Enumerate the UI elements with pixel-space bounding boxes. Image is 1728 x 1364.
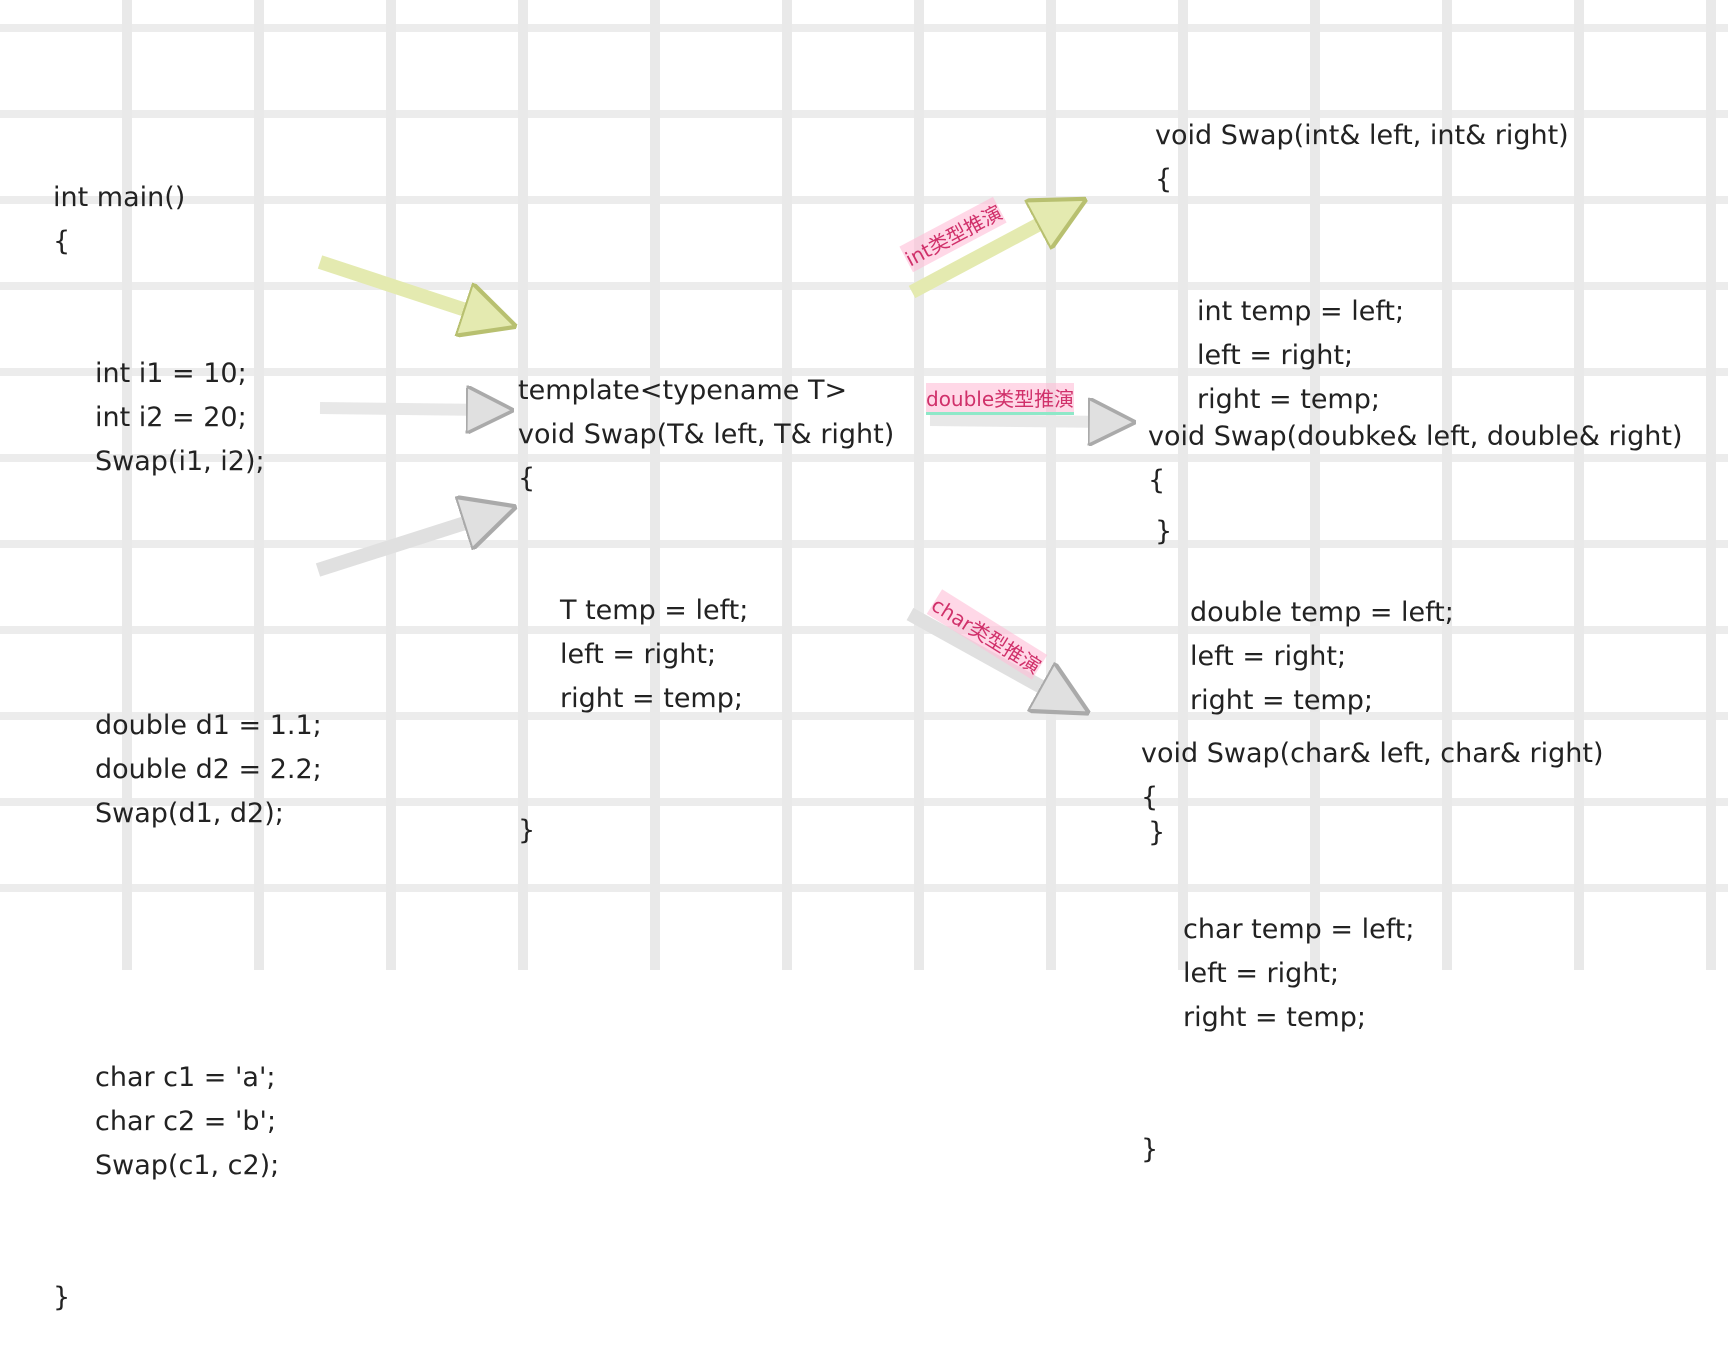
code-line: double d2 = 2.2; bbox=[95, 754, 322, 785]
double-swap-code: void Swap(doubke& left, double& right){ … bbox=[1148, 327, 1683, 899]
main-function-code: int main() { int i1 = 10; int i2 = 20; Swap… bbox=[53, 88, 322, 1364]
code-line: left = right; bbox=[1183, 958, 1340, 989]
code-line: left = right; bbox=[1190, 641, 1347, 672]
code-line: } bbox=[518, 815, 536, 846]
arrow-char-deduction bbox=[906, 607, 1065, 700]
arrows bbox=[315, 0, 1728, 970]
code-line: int i1 = 10; bbox=[95, 358, 247, 389]
code-line: char temp = left; bbox=[1183, 914, 1415, 945]
code-line: right = temp; bbox=[560, 683, 743, 714]
code-line: right = temp; bbox=[1190, 685, 1373, 716]
code-line bbox=[53, 924, 322, 968]
code-line: } bbox=[53, 1282, 71, 1313]
template-code: template<typename T> void Swap(T& left, T… bbox=[518, 281, 894, 897]
code-line bbox=[53, 572, 322, 616]
code-line: double temp = left; bbox=[1190, 597, 1454, 628]
code-line: char c2 = 'b'; bbox=[95, 1106, 277, 1137]
int-swap-code: void Swap(int& left, int& right) { int te… bbox=[1155, 26, 1569, 598]
code-line: double d1 = 1.1; bbox=[95, 710, 322, 741]
code-line: void Swap(T& left, T& right) bbox=[518, 419, 895, 450]
char-swap-code: void Swap(char& left, char& right) { char… bbox=[1141, 644, 1604, 1216]
code-line: { bbox=[1148, 465, 1166, 496]
arrow-int-deduction bbox=[908, 212, 1062, 299]
code-line: { bbox=[53, 226, 71, 257]
code-line: void Swap(doubke& left, double& right) bbox=[1148, 421, 1683, 452]
maze-background bbox=[0, 0, 1728, 970]
code-line: right = temp; bbox=[1183, 1002, 1366, 1033]
code-line: int temp = left; bbox=[1197, 296, 1405, 327]
code-line: } bbox=[1141, 1134, 1159, 1165]
code-line: char c1 = 'a'; bbox=[95, 1062, 276, 1093]
code-line: { bbox=[1155, 164, 1173, 195]
code-line: Swap(c1, c2); bbox=[95, 1150, 280, 1181]
code-line: left = right; bbox=[1197, 340, 1354, 371]
code-line: } bbox=[1148, 817, 1166, 848]
double-deduction-label: double类型推演 bbox=[926, 383, 1075, 415]
code-line: int main() bbox=[53, 182, 186, 213]
code-line: T temp = left; bbox=[560, 595, 749, 626]
code-line: left = right; bbox=[560, 639, 717, 670]
code-line: void Swap(char& left, char& right) bbox=[1141, 738, 1604, 769]
arrow-double-deduction bbox=[929, 420, 1112, 422]
code-line: int i2 = 20; bbox=[95, 402, 247, 433]
code-line: { bbox=[518, 463, 536, 494]
code-line: } bbox=[1155, 516, 1173, 547]
arrow-main-to-template-double bbox=[319, 408, 490, 410]
code-line: template<typename T> bbox=[518, 375, 848, 406]
arrow-main-to-template-char bbox=[315, 515, 490, 577]
code-line: Swap(d1, d2); bbox=[95, 798, 284, 829]
code-line: void Swap(int& left, int& right) bbox=[1155, 120, 1569, 151]
arrow-main-to-template-int bbox=[317, 255, 490, 318]
code-line: { bbox=[1141, 782, 1159, 813]
code-line: Swap(i1, i2); bbox=[95, 446, 265, 477]
code-line: right = temp; bbox=[1197, 384, 1380, 415]
